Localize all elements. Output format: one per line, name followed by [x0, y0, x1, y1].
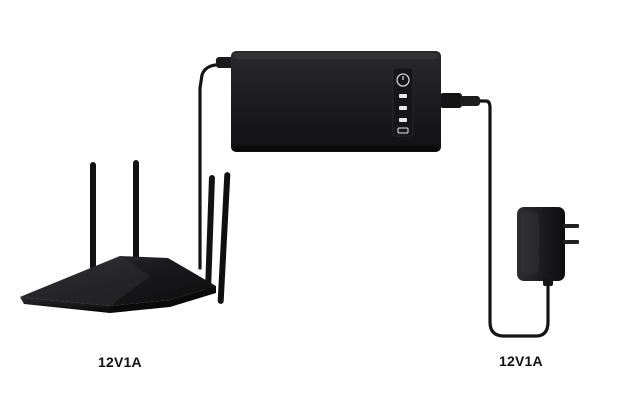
cable-dc-plug-right [440, 93, 462, 108]
ups-body [231, 51, 441, 152]
cable-strain-relief-left [216, 57, 234, 68]
battery-icon [397, 127, 409, 134]
adapter-face-highlight [521, 212, 539, 274]
ups-panel-strip [392, 67, 414, 137]
adapter-power-spec-label: 12V1A [499, 353, 543, 369]
wifi-router [20, 256, 216, 313]
adapter-cable-neck [543, 278, 553, 286]
router-top-ridge [20, 256, 150, 306]
ups-indicator-panel [392, 67, 414, 137]
adapter-body [517, 207, 565, 281]
adapter-prong-lower [563, 240, 579, 244]
router-antennas [90, 160, 231, 304]
router-antenna-4 [217, 172, 231, 304]
router-power-spec-label: 12V1A [98, 354, 142, 370]
ups-top-highlight [234, 53, 438, 59]
router-right-face [110, 286, 216, 313]
cable-adapter-to-ups [476, 99, 550, 338]
power-button-icon [396, 73, 410, 87]
router-front-face [20, 297, 110, 313]
battery-level-led-icon [399, 94, 407, 98]
input-led-icon [399, 106, 407, 110]
adapter-prong-upper [563, 224, 579, 228]
cable-ups-to-router [198, 62, 234, 270]
router-antenna-3 [205, 175, 215, 293]
router-antenna-1 [90, 162, 96, 272]
output-led-icon [399, 118, 407, 122]
wall-power-adapter [517, 207, 579, 286]
ups-bottom-shadow [234, 146, 438, 151]
mini-ups [231, 51, 441, 152]
cable-strain-relief-right [460, 96, 480, 106]
router-antenna-2 [133, 160, 139, 268]
